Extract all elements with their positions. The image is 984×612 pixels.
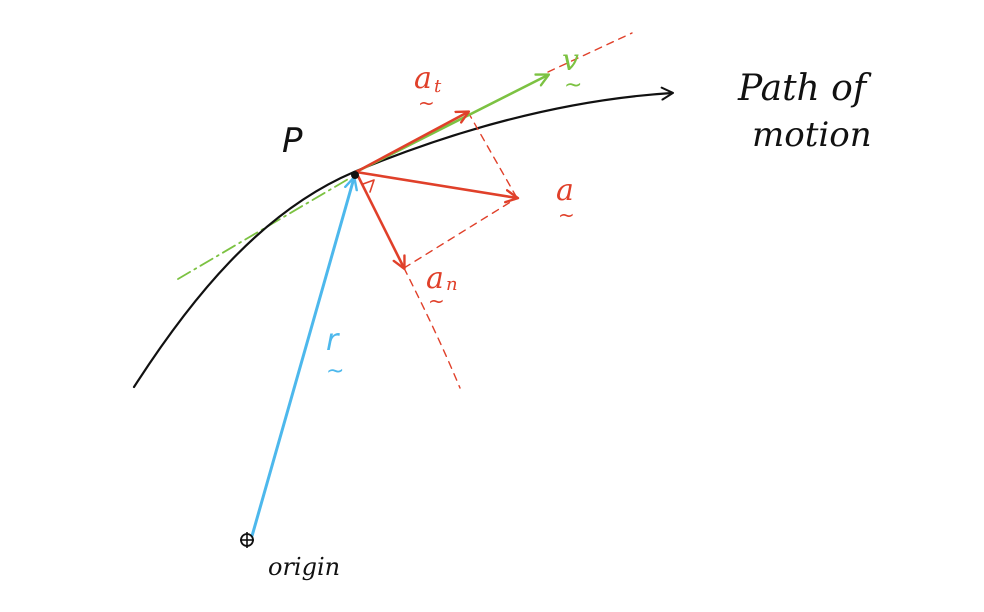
normal-acceleration-letter: a bbox=[426, 261, 444, 296]
normal-acceleration-label: a n ~ bbox=[426, 261, 458, 313]
tangential-acceleration-subscript: t bbox=[434, 76, 442, 97]
normal-line-extension bbox=[403, 267, 461, 389]
tangential-acceleration-letter: a bbox=[414, 61, 432, 96]
acceleration-label: a ~ bbox=[556, 173, 575, 227]
acceleration-tilde: ~ bbox=[558, 203, 575, 227]
origin-label: origin bbox=[268, 553, 340, 581]
tangent-line-upper-extension bbox=[547, 32, 633, 73]
acceleration-vector bbox=[354, 170, 517, 198]
position-vector-r bbox=[250, 178, 354, 538]
position-vector-label: r ~ bbox=[326, 323, 344, 384]
path-of-motion-label-line2: motion bbox=[752, 115, 872, 155]
velocity-label: v ~ bbox=[562, 43, 582, 98]
path-of-motion-curve bbox=[132, 86, 674, 389]
path-of-motion-label-line1: Path of bbox=[737, 68, 872, 109]
normal-acceleration-subscript: n bbox=[446, 274, 458, 295]
tangential-acceleration-tilde: ~ bbox=[418, 91, 435, 115]
position-vector-tilde: ~ bbox=[326, 359, 344, 384]
position-vector-letter: r bbox=[326, 323, 340, 358]
right-angle-marker bbox=[362, 179, 375, 193]
acceleration-letter: a bbox=[556, 173, 574, 208]
origin-icon bbox=[240, 532, 254, 548]
parallelogram-side-at-to-a bbox=[467, 111, 518, 199]
point-p-label: P bbox=[282, 121, 303, 161]
tangential-acceleration-vector bbox=[354, 112, 468, 174]
parallelogram-side-an-to-a bbox=[403, 197, 518, 269]
normal-acceleration-vector bbox=[354, 170, 404, 268]
tangential-acceleration-label: a t ~ bbox=[414, 61, 442, 115]
velocity-letter: v bbox=[562, 43, 579, 78]
normal-acceleration-tilde: ~ bbox=[428, 289, 445, 313]
point-p-dot bbox=[351, 171, 359, 179]
velocity-tilde: ~ bbox=[564, 73, 582, 98]
